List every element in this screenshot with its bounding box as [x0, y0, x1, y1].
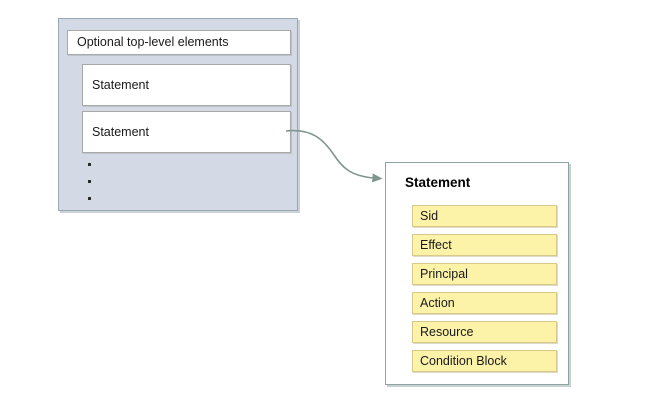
statement-field-label: Resource [420, 324, 474, 339]
statement-field-label: Principal [420, 266, 468, 281]
statement-field-effect: Effect [412, 234, 557, 256]
top-level-elements-label: Optional top-level elements [77, 35, 229, 50]
statement-field-label: Condition Block [420, 353, 507, 368]
statement-field-condition-block: Condition Block [412, 350, 557, 372]
statement-field-principal: Principal [412, 263, 557, 285]
ellipsis-dots-icon [88, 163, 98, 208]
statement-detail-title: Statement [405, 175, 471, 190]
statement-detail-panel: Statement Sid Effect Principal Action Re… [385, 162, 569, 385]
statement-box-2: Statement [82, 111, 291, 153]
statement-box-2-label: Statement [92, 124, 149, 139]
statement-field-sid: Sid [412, 205, 557, 227]
statement-field-label: Effect [420, 237, 452, 252]
ellipsis-dot [88, 197, 91, 200]
statement-field-label: Sid [420, 208, 439, 223]
statement-field-action: Action [412, 292, 557, 314]
statement-field-resource: Resource [412, 321, 557, 343]
ellipsis-dot [88, 180, 91, 183]
curved-arrow-icon [285, 129, 383, 183]
statement-box-1: Statement [82, 64, 291, 106]
statement-fields-list: Sid Effect Principal Action Resource Con… [412, 205, 557, 379]
top-level-elements-box: Optional top-level elements [67, 30, 291, 55]
statement-box-1-label: Statement [92, 77, 149, 92]
statement-field-label: Action [420, 295, 455, 310]
policy-container: Optional top-level elements Statement St… [58, 18, 298, 211]
ellipsis-dot [88, 163, 91, 166]
